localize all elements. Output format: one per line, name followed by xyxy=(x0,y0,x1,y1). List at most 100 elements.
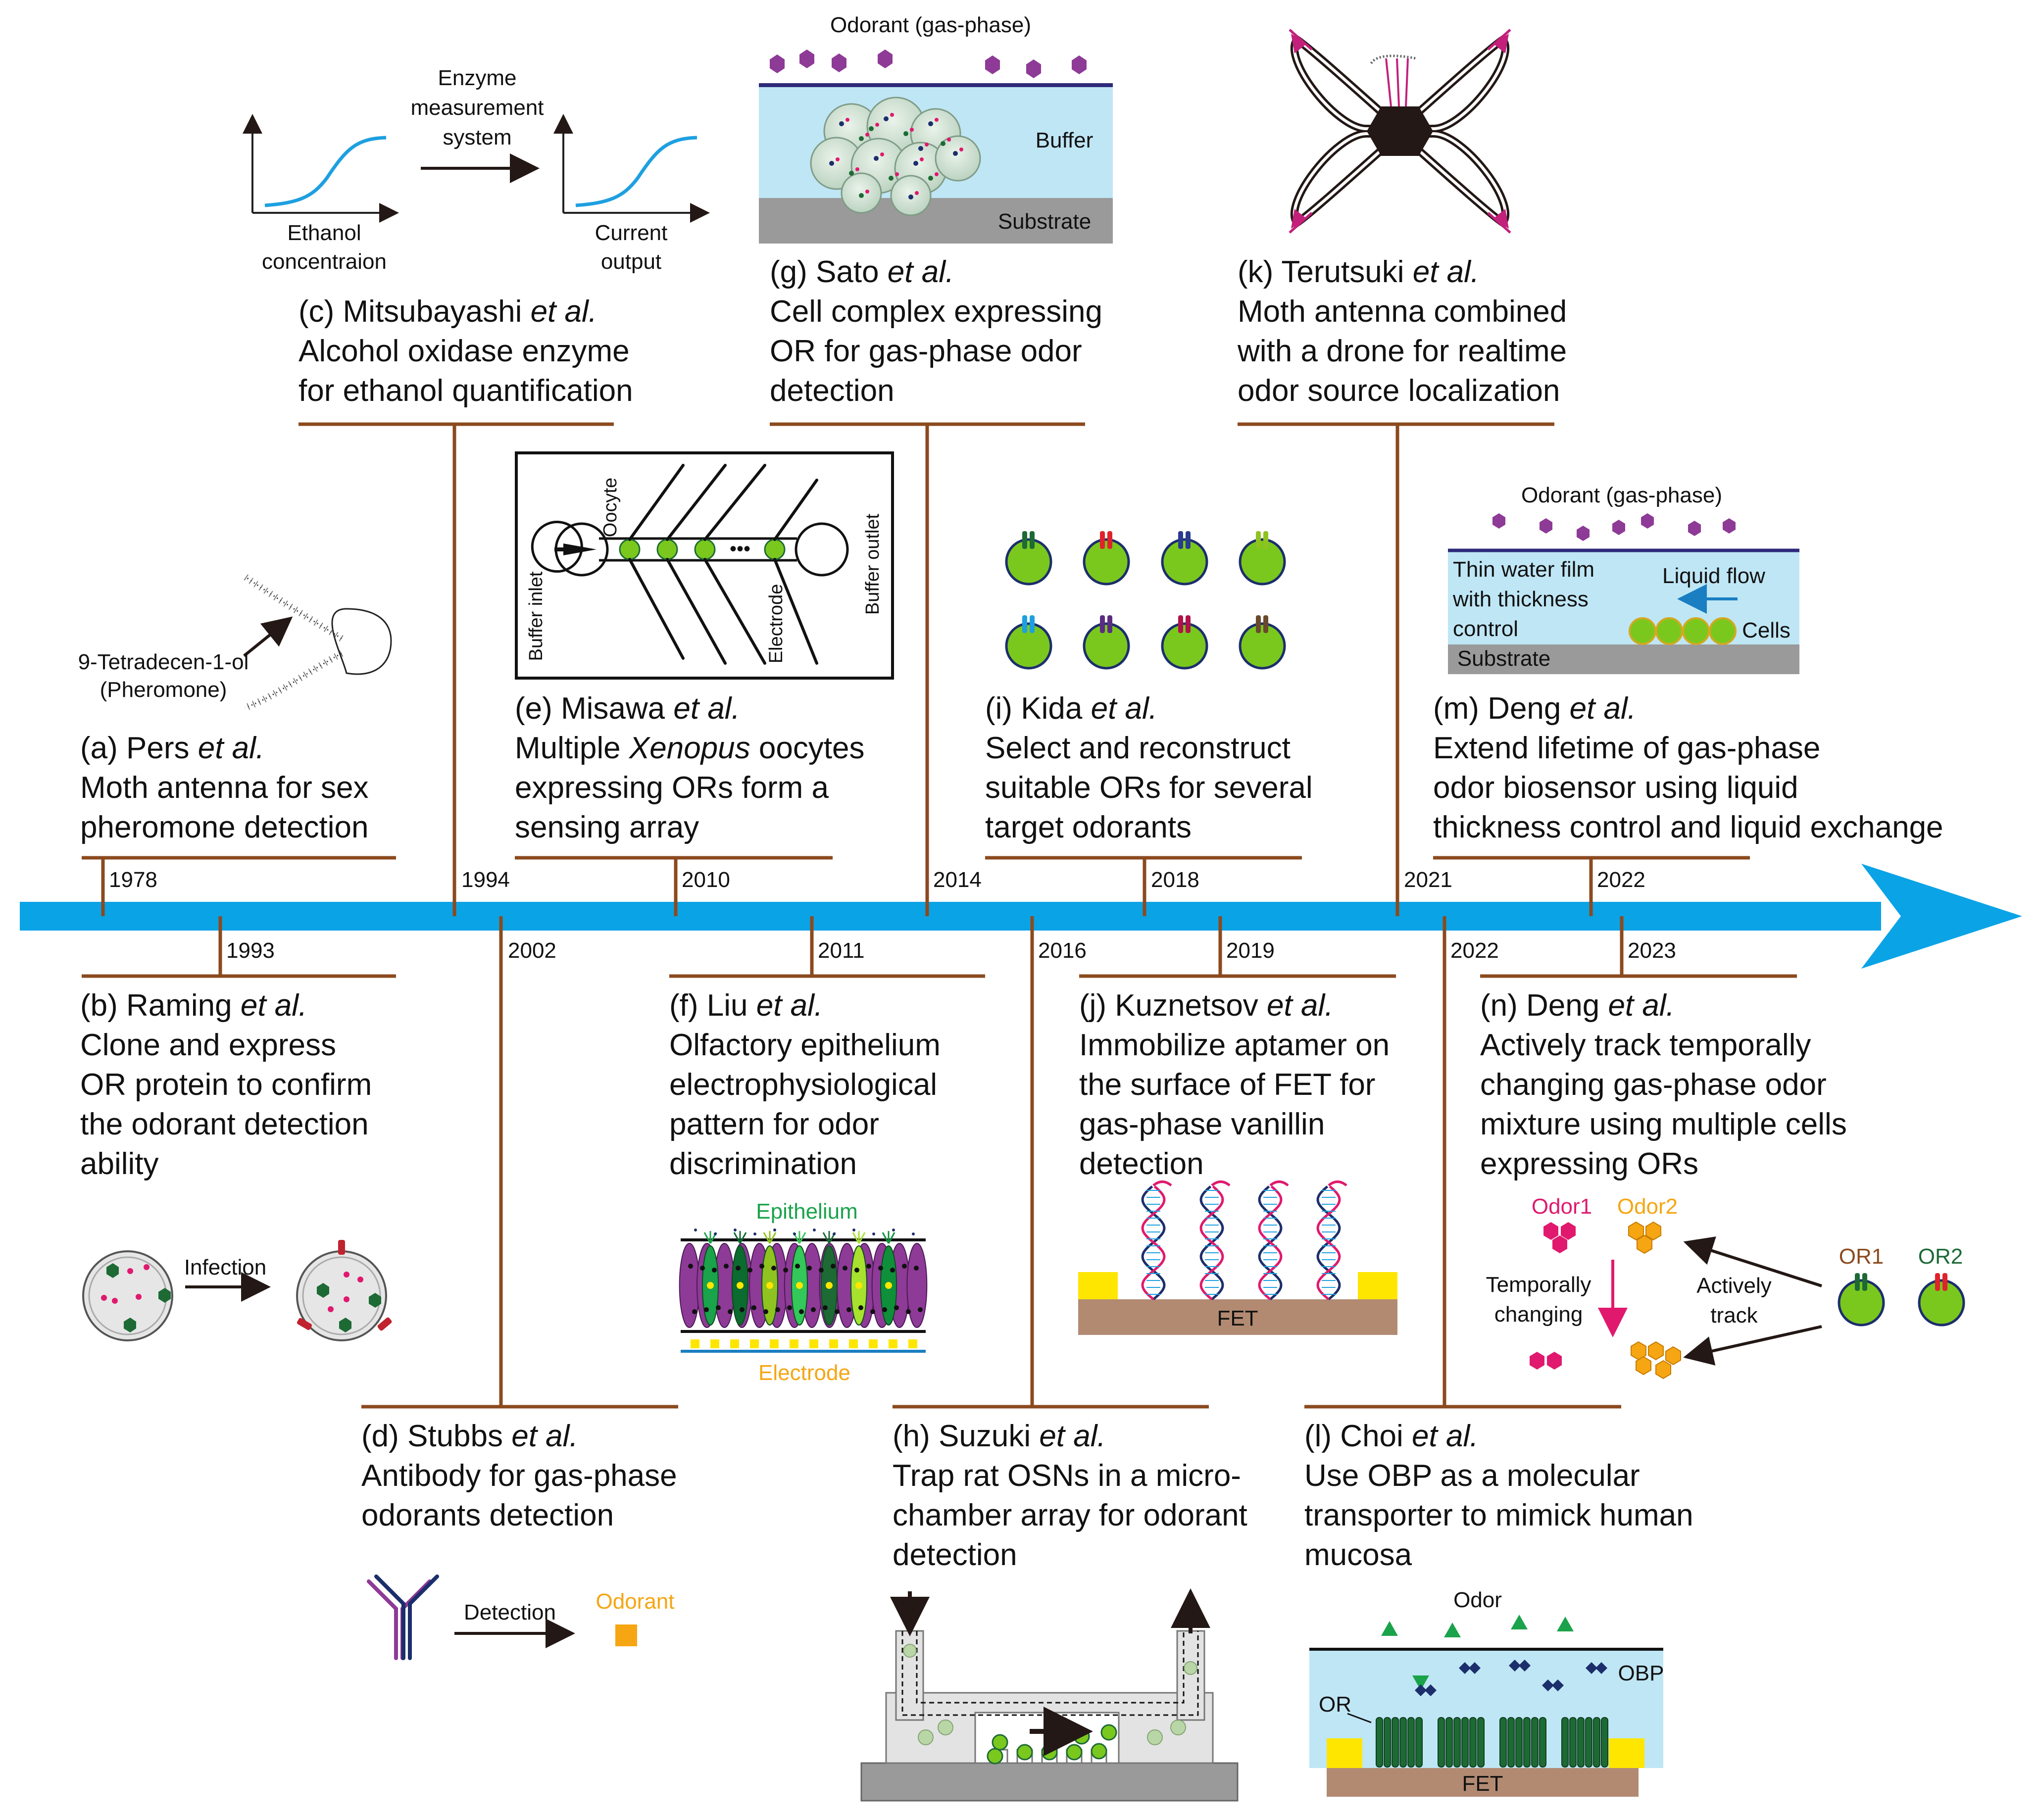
drone-body xyxy=(1367,106,1433,156)
svg-text:Trap rat OSNs in a micro-: Trap rat OSNs in a micro- xyxy=(893,1459,1241,1493)
svg-text:Liquid flow: Liquid flow xyxy=(1662,564,1765,588)
year-m: 2022 xyxy=(1597,868,1645,892)
svg-text:•••: ••• xyxy=(730,538,750,560)
or-cell xyxy=(1239,538,1286,586)
year-labels: 1978 1993 1994 2002 2010 2011 2014 2016 … xyxy=(109,868,1676,963)
svg-text:discrimination: discrimination xyxy=(669,1147,857,1181)
entry-j: (j) Kuznetsov et al. Immobilize aptamer … xyxy=(1079,988,1390,1181)
illustration-d-antibody: Detection Odorant xyxy=(367,1574,675,1660)
svg-text:(l) Choi et al.: (l) Choi et al. xyxy=(1304,1419,1478,1453)
svg-text:Buffer inlet: Buffer inlet xyxy=(526,571,547,661)
svg-text:expressing ORs form a: expressing ORs form a xyxy=(515,771,829,805)
or-cell xyxy=(1083,538,1130,586)
svg-text:Electrode: Electrode xyxy=(758,1361,850,1385)
ethanol-curve xyxy=(264,136,387,207)
svg-text:with thickness: with thickness xyxy=(1452,587,1589,611)
svg-text:expressing ORs: expressing ORs xyxy=(1480,1147,1698,1181)
svg-text:odor biosensor using liquid: odor biosensor using liquid xyxy=(1433,771,1798,805)
or-cell xyxy=(1161,538,1208,586)
svg-text:Infection: Infection xyxy=(184,1255,266,1279)
year-h: 2016 xyxy=(1038,938,1087,963)
entry-a: (a) Pers et al. Moth antenna for sex phe… xyxy=(80,731,369,844)
or-cell xyxy=(1239,622,1286,670)
svg-text:(a) Pers et al.: (a) Pers et al. xyxy=(80,731,264,765)
illustration-e-oocyte-array: ••• Buffer inlet Buffer outlet Oocyte El… xyxy=(515,451,894,680)
moth-head xyxy=(331,608,392,675)
odorant-square xyxy=(615,1624,637,1646)
illustration-j-aptamer-fet: FET xyxy=(1078,1181,1397,1335)
illustration-l-obp-fet: Odor FET OBP OR xyxy=(1309,1588,1664,1797)
epithelium-cells xyxy=(679,1229,928,1328)
svg-text:(d) Stubbs et al.: (d) Stubbs et al. xyxy=(361,1419,578,1453)
antibody-icon xyxy=(367,1574,439,1660)
current-curve xyxy=(575,136,697,207)
svg-text:suitable ORs for several: suitable ORs for several xyxy=(985,771,1313,805)
svg-text:Actively track temporally: Actively track temporally xyxy=(1480,1028,1811,1062)
year-j: 2019 xyxy=(1226,938,1275,963)
svg-text:odor source localization: odor source localization xyxy=(1238,374,1560,408)
pheromone-arrow xyxy=(243,616,293,657)
svg-text:OR for gas-phase odor: OR for gas-phase odor xyxy=(770,334,1082,368)
entry-e: (e) Misawa et al. Multiple Xenopus oocyt… xyxy=(515,691,865,844)
svg-text:Substrate: Substrate xyxy=(998,209,1091,234)
entry-c: (c) Mitsubayashi et al. Alcohol oxidase … xyxy=(298,295,633,408)
svg-text:(m) Deng et al.: (m) Deng et al. xyxy=(1433,691,1636,726)
svg-text:(b) Raming et al.: (b) Raming et al. xyxy=(80,988,307,1023)
svg-text:Clone and express: Clone and express xyxy=(80,1028,336,1062)
svg-text:sensing array: sensing array xyxy=(515,810,699,844)
antenna-lower xyxy=(245,652,342,709)
svg-text:detection: detection xyxy=(893,1538,1017,1572)
illustration-c-enzyme: Enzyme measurement system Ethanol concen… xyxy=(243,66,710,274)
year-g: 2014 xyxy=(933,868,982,892)
svg-text:Moth antenna combined: Moth antenna combined xyxy=(1238,295,1567,329)
svg-text:(h) Suzuki et al.: (h) Suzuki et al. xyxy=(893,1419,1106,1453)
entry-texts: (a) Pers et al. Moth antenna for sex phe… xyxy=(80,255,1943,1572)
or2-cell xyxy=(1918,1279,1965,1327)
svg-text:OR2: OR2 xyxy=(1918,1244,1963,1269)
year-k: 2021 xyxy=(1404,868,1452,892)
svg-text:Cell complex expressing: Cell complex expressing xyxy=(770,295,1102,329)
entry-n: (n) Deng et al. Actively track temporall… xyxy=(1480,988,1847,1181)
year-n: 2023 xyxy=(1628,938,1676,963)
svg-text:(i) Kida et al.: (i) Kida et al. xyxy=(985,691,1157,726)
year-f: 2011 xyxy=(818,938,865,963)
dish-before xyxy=(82,1250,173,1341)
illustration-n-tracking: Odor1 Odor2 Temporally changing Actively… xyxy=(1486,1194,1965,1379)
svg-text:Enzyme: Enzyme xyxy=(438,66,517,90)
svg-text:pheromone detection: pheromone detection xyxy=(80,810,369,844)
svg-text:Extend lifetime of gas-phase: Extend lifetime of gas-phase xyxy=(1433,731,1820,765)
svg-text:Buffer: Buffer xyxy=(1036,128,1094,152)
svg-text:Actively: Actively xyxy=(1696,1274,1772,1298)
svg-text:control: control xyxy=(1453,617,1518,641)
timeline-shaft xyxy=(20,902,1881,931)
timeline-arrowhead xyxy=(1861,864,2022,969)
svg-text:concentraion: concentraion xyxy=(262,249,387,274)
aptamers xyxy=(1141,1181,1347,1300)
svg-text:Detection: Detection xyxy=(464,1600,556,1624)
svg-text:(j) Kuznetsov et al.: (j) Kuznetsov et al. xyxy=(1079,988,1333,1023)
or-cell xyxy=(1161,622,1208,670)
svg-text:Epithelium: Epithelium xyxy=(756,1199,857,1224)
svg-text:(g) Sato et al.: (g) Sato et al. xyxy=(770,255,954,289)
svg-text:OR1: OR1 xyxy=(1839,1244,1884,1269)
svg-text:(f) Liu et al.: (f) Liu et al. xyxy=(669,988,823,1023)
svg-text:Cells: Cells xyxy=(1742,618,1790,642)
svg-text:Buffer outlet: Buffer outlet xyxy=(862,513,883,615)
year-l: 2022 xyxy=(1450,938,1499,963)
entry-b: (b) Raming et al. Clone and express OR p… xyxy=(80,988,372,1181)
svg-text:Odorant: Odorant xyxy=(596,1589,675,1614)
svg-text:detection: detection xyxy=(1079,1147,1204,1181)
illustration-i-or-cells xyxy=(1005,531,1286,670)
svg-text:Thin water film: Thin water film xyxy=(1453,557,1594,582)
svg-text:the odorant detection: the odorant detection xyxy=(80,1107,369,1141)
svg-text:ability: ability xyxy=(80,1147,159,1181)
svg-text:Electrode: Electrode xyxy=(766,584,787,664)
illustration-g-cell-complex: Odorant (gas-phase) Buffer Substrate xyxy=(759,13,1113,244)
connectors xyxy=(82,422,1797,1409)
svg-text:(c) Mitsubayashi et al.: (c) Mitsubayashi et al. xyxy=(298,295,597,329)
svg-text:transporter to mimick human: transporter to mimick human xyxy=(1304,1498,1693,1532)
svg-text:odorants detection: odorants detection xyxy=(361,1498,614,1532)
entry-f: (f) Liu et al. Olfactory epithelium elec… xyxy=(669,988,941,1181)
svg-text:mixture using multiple cells: mixture using multiple cells xyxy=(1480,1107,1847,1141)
svg-text:Use OBP as a molecular: Use OBP as a molecular xyxy=(1304,1459,1640,1493)
